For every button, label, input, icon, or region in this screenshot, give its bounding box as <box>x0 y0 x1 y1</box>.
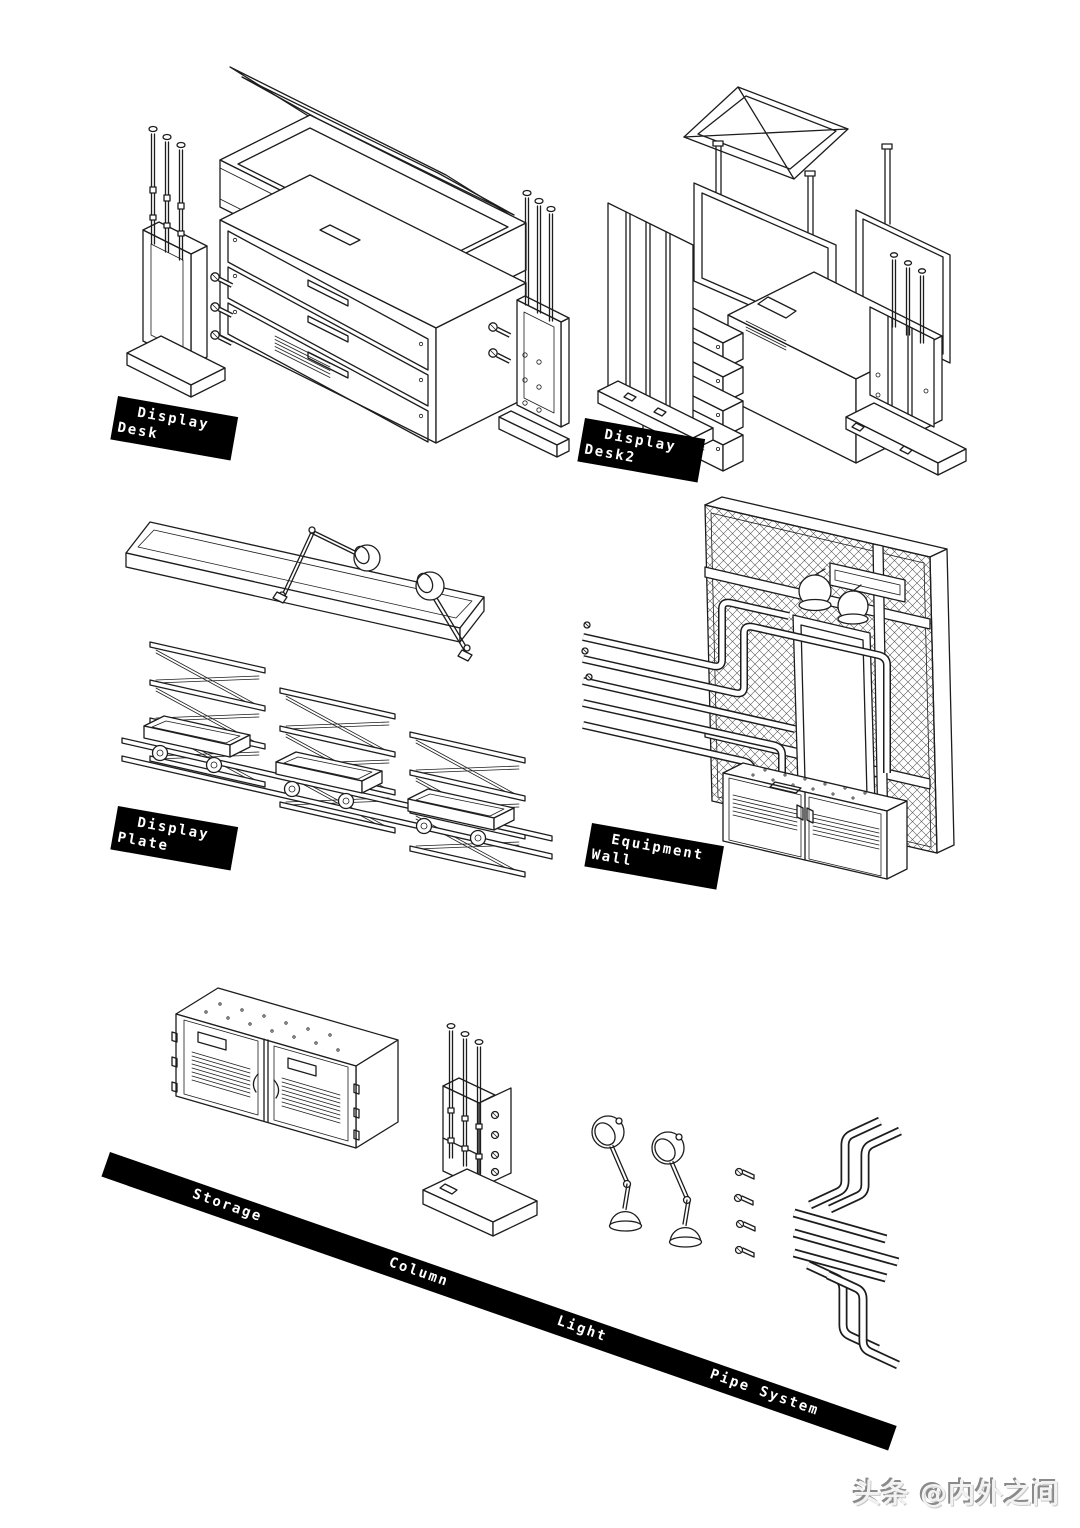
right-leg-assembly <box>489 189 570 458</box>
right-base-frame <box>845 252 967 476</box>
work-lamp-2 <box>650 1131 703 1248</box>
bolt-set-drawing <box>733 1167 756 1258</box>
ribbon-label-storage: Storage <box>190 1186 265 1226</box>
column-drawing <box>422 1022 538 1237</box>
vent-grille <box>274 335 331 378</box>
storage-cabinet-drawing <box>171 987 399 1149</box>
column-rods <box>446 1022 484 1175</box>
service-door <box>792 614 876 806</box>
watermark: 头条 @内外之间 <box>853 1479 1060 1510</box>
column-frame <box>442 1077 512 1189</box>
ribbon-label-light: Light <box>554 1312 610 1346</box>
wall-bolts <box>581 621 593 681</box>
column-base <box>422 1168 538 1237</box>
equipment-wall-drawing <box>581 496 955 880</box>
left-base-frame <box>597 202 714 451</box>
x-brace-lid <box>683 86 849 180</box>
louver-cabinet <box>722 762 908 880</box>
top-plaque <box>829 562 906 603</box>
cabinet-doors <box>171 1019 360 1142</box>
drawer-unit <box>219 174 567 444</box>
rivet-dots <box>204 1002 340 1052</box>
mounted-lamp-left <box>272 526 381 604</box>
display-plate-drawing <box>121 521 553 878</box>
display-desk2-drawing <box>597 86 967 476</box>
mounted-lamp-right <box>415 571 473 662</box>
pipes <box>792 1116 902 1370</box>
ribbon-label-column: Column <box>386 1254 452 1291</box>
pipe-system-drawing <box>792 1116 902 1370</box>
dome-lamps <box>798 568 869 625</box>
frame-posts <box>712 140 893 254</box>
wall-pipes <box>582 598 891 801</box>
work-lamp-1 <box>590 1115 643 1232</box>
display-desk-drawing <box>126 66 570 458</box>
light-drawing <box>590 1115 703 1248</box>
left-leg-assembly <box>126 125 232 398</box>
